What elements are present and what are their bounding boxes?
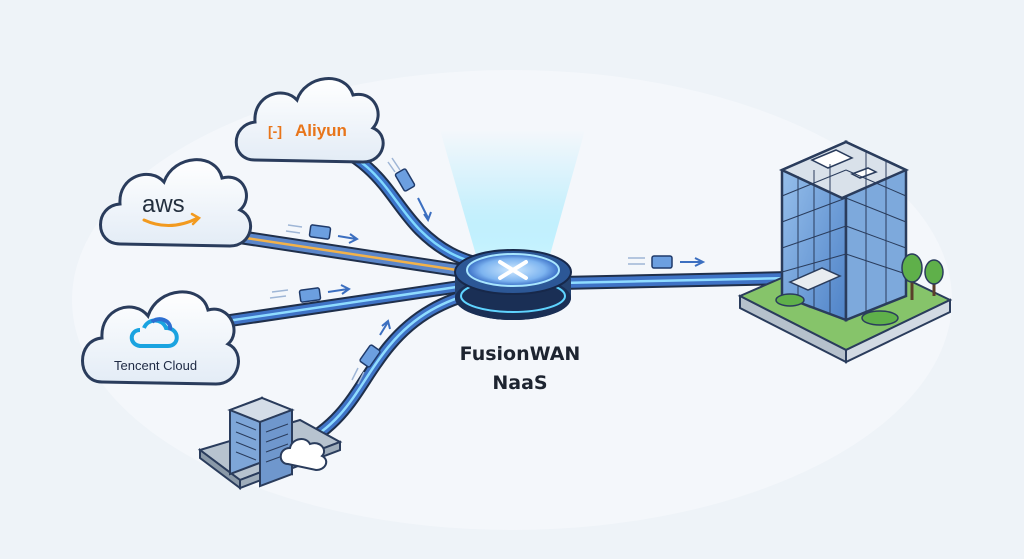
aliyun-label: Aliyun <box>295 121 347 140</box>
branch-link <box>293 285 485 452</box>
packet-hq <box>651 255 673 269</box>
packet-branch <box>359 344 381 368</box>
tencent-logo-icon <box>129 317 179 348</box>
links <box>173 133 797 452</box>
branch-office <box>197 396 343 490</box>
tree-icon <box>775 253 944 326</box>
hub-title-line1: FusionWAN <box>459 343 581 365</box>
hq-link <box>553 271 797 290</box>
tencent-label: Tencent Cloud <box>114 358 197 373</box>
data-packets <box>269 157 706 385</box>
branch-cloud-icon <box>279 438 328 472</box>
aws-cloud: aws <box>99 158 252 248</box>
packet-aws <box>308 224 332 240</box>
tencent-link <box>193 278 477 332</box>
hub-caption: FusionWAN NaaS <box>430 340 610 398</box>
aliyun-logo-glyph: [-] <box>268 123 282 139</box>
hub-node <box>440 130 585 320</box>
hq-building <box>737 140 953 364</box>
packet-aliyun <box>394 168 416 192</box>
aws-smile-icon <box>142 216 200 227</box>
hub-x-icon <box>498 260 528 280</box>
hub-title-line2: NaaS <box>492 372 548 394</box>
aws-label: aws <box>142 191 185 218</box>
tencent-cloud: Tencent Cloud <box>81 290 240 386</box>
hub-light-beam <box>440 130 585 262</box>
aliyun-cloud: [-] Aliyun <box>234 77 385 164</box>
packet-tencent <box>298 287 322 303</box>
arrow-aliyun <box>417 197 429 219</box>
